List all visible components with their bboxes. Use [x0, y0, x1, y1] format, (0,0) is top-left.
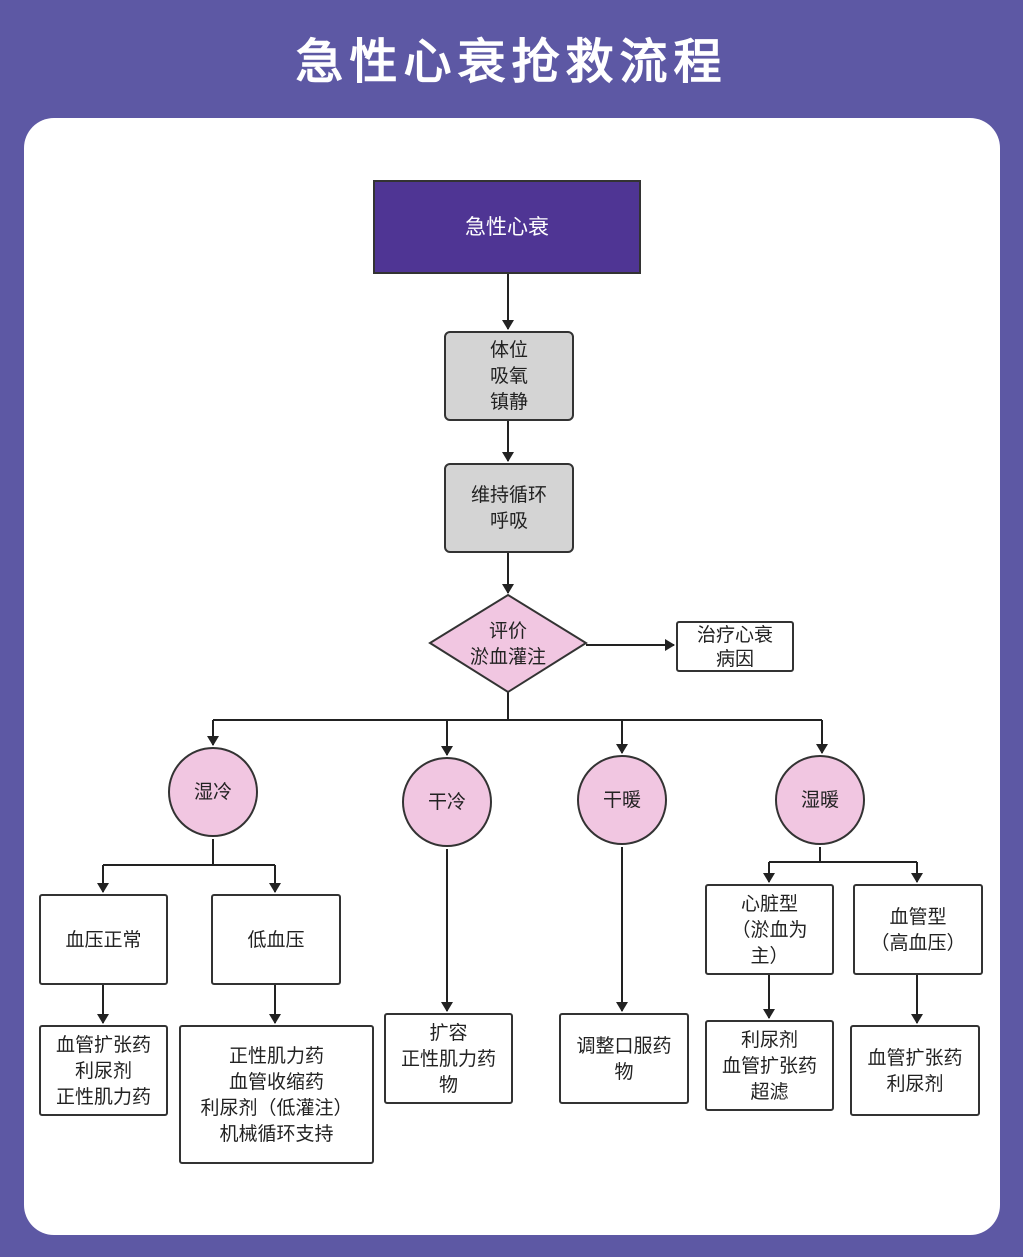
node-wet-warm: 湿暖 — [775, 755, 865, 845]
node-evaluate-decision: 评价 淤血灌注 — [469, 620, 546, 668]
node-dry-warm-treatment: 调整口服药 物 — [559, 1013, 689, 1104]
page-title: 急性心衰抢救流程 — [295, 34, 728, 90]
node-acute-heart-failure: 急性心衰 — [373, 180, 641, 274]
node-maintain-circulation: 维持循环 呼吸 — [444, 463, 574, 553]
node-cardiac-treatment: 利尿剂 血管扩张药 超滤 — [705, 1020, 834, 1111]
decision-diamond-shape — [428, 593, 588, 694]
node-bp-normal: 血压正常 — [39, 894, 168, 985]
node-bp-normal-treatment: 血管扩张药 利尿剂 正性肌力药 — [39, 1025, 168, 1116]
node-position-oxygen-sedation: 体位 吸氧 镇静 — [444, 331, 574, 421]
node-treat-cause: 治疗心衰 病因 — [676, 621, 794, 672]
node-dry-cold: 干冷 — [402, 757, 492, 847]
node-dry-warm: 干暖 — [577, 755, 667, 845]
node-wet-cold: 湿冷 — [168, 747, 258, 837]
node-hypotension-treatment: 正性肌力药 血管收缩药 利尿剂（低灌注） 机械循环支持 — [179, 1025, 374, 1164]
node-cardiac-type: 心脏型 （淤血为 主） — [705, 884, 834, 975]
node-vascular-type: 血管型 （高血压） — [853, 884, 983, 975]
node-vascular-treatment: 血管扩张药 利尿剂 — [850, 1025, 980, 1116]
node-dry-cold-treatment: 扩容 正性肌力药 物 — [384, 1013, 513, 1104]
node-hypotension: 低血压 — [211, 894, 341, 985]
